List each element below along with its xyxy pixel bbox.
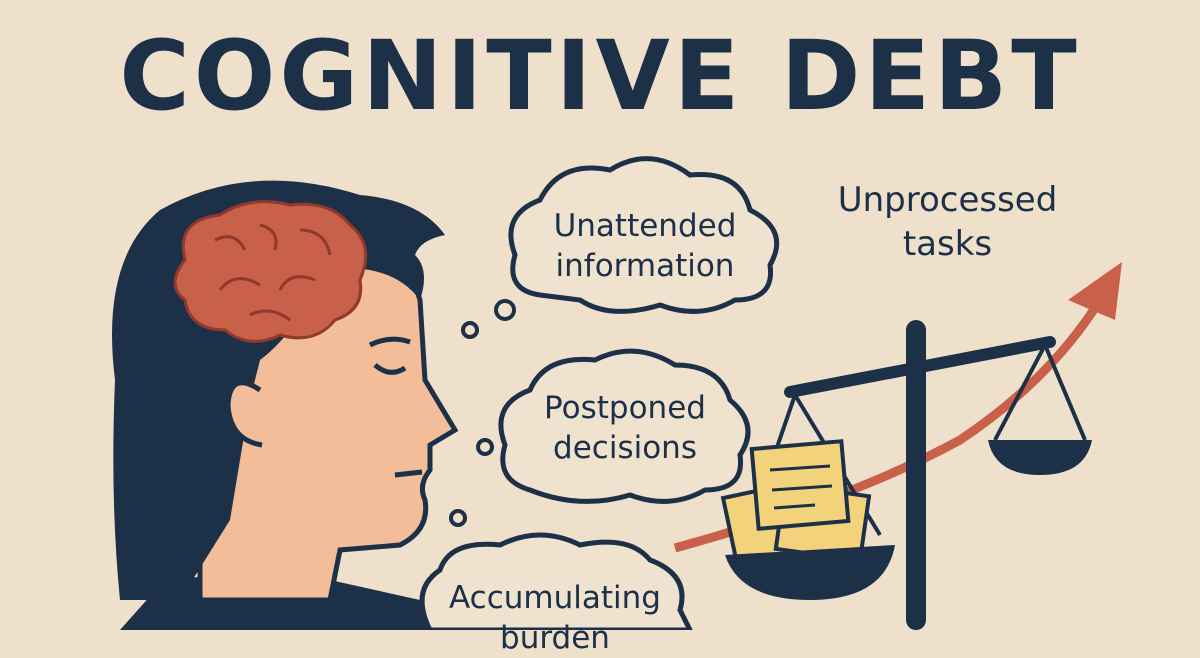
- ear: [225, 380, 263, 448]
- bubble-line: Unattended: [553, 208, 737, 244]
- thought-clouds: [419, 156, 780, 630]
- label-line: tasks: [902, 224, 993, 264]
- unprocessed-tasks-label: Unprocessed tasks: [805, 178, 1090, 266]
- arrow-head-icon: [1068, 262, 1122, 320]
- brain-icon: [173, 200, 368, 343]
- label-line: Unprocessed: [837, 180, 1058, 220]
- bubble-accumulating-burden: Accumulating burden: [430, 578, 680, 658]
- page-title: COGNITIVE DEBT: [119, 20, 1081, 132]
- bubble-line: Accumulating: [449, 580, 661, 616]
- bubble-unattended-information: Unattended information: [520, 206, 770, 286]
- bubble-line: information: [555, 248, 735, 284]
- illustration: [112, 156, 1122, 630]
- mouth: [394, 469, 423, 478]
- thought-dots: [449, 299, 516, 527]
- closed-eye: [373, 363, 407, 375]
- balance-scale-icon: [720, 320, 1092, 630]
- papers: [720, 439, 872, 574]
- bubble-line: burden: [500, 620, 610, 656]
- bubble-postponed-decisions: Postponed decisions: [500, 388, 750, 468]
- person: [112, 180, 459, 630]
- bubble-line: decisions: [553, 430, 697, 466]
- bubble-line: Postponed: [544, 390, 706, 426]
